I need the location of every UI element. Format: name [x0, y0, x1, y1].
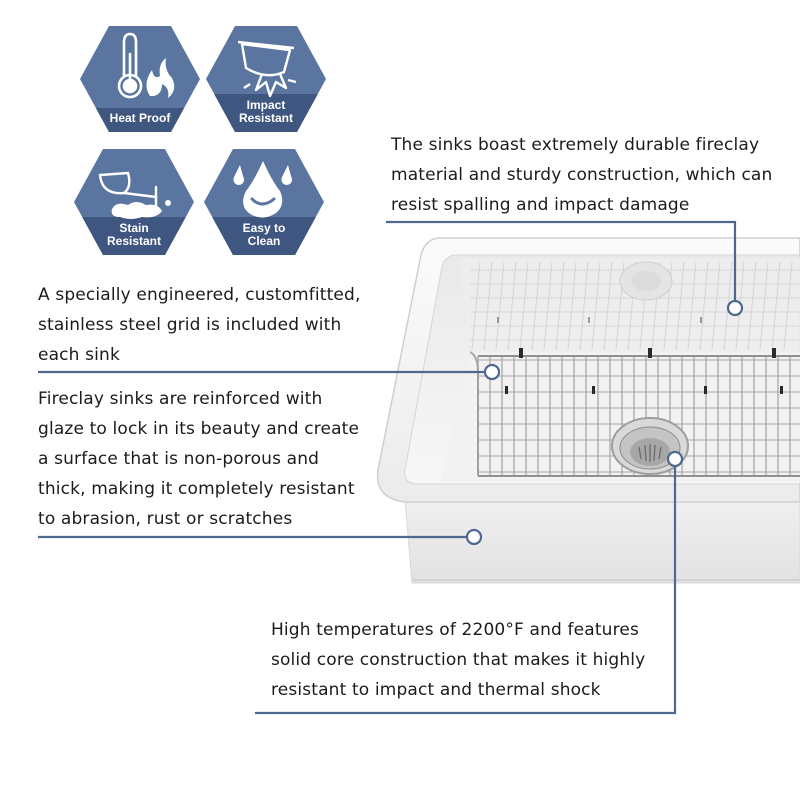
- callout-line: solid core construction that makes it hi…: [271, 650, 646, 670]
- back-drain-reflection: [619, 261, 673, 301]
- callout-line: resistant to impact and thermal shock: [271, 680, 601, 700]
- pointer-dot-temperature: [666, 450, 684, 468]
- callout-line: a surface that is non-porous and: [38, 449, 320, 469]
- badge-label-line: Easy to: [242, 221, 286, 235]
- pointer-dot-grid: [483, 363, 501, 381]
- callout-line: High temperatures of 2200°F and features: [271, 620, 639, 640]
- callout-temperature: High temperatures of 2200°F and features…: [271, 615, 645, 705]
- thermometer-flame-icon: [117, 32, 175, 99]
- badge-label-line: Resistant: [238, 111, 294, 125]
- pointer-dot-durable: [726, 299, 744, 317]
- badge-label: Heat Proof: [96, 112, 184, 125]
- callout-grid: A specially engineered, customfitted, st…: [38, 280, 361, 370]
- callout-line: resist spalling and impact damage: [391, 195, 690, 215]
- callout-line: thick, making it completely resistant: [38, 479, 355, 499]
- badge-impact-resistant: Impact Resistant: [204, 24, 328, 134]
- callout-line: each sink: [38, 345, 120, 365]
- badge-heat-proof: Heat Proof: [78, 24, 202, 134]
- impact-pot-icon: [237, 40, 297, 98]
- badge-label-line: Clean: [247, 234, 281, 248]
- badge-label-line: Stain: [119, 221, 149, 235]
- wine-glass-spill-icon: [98, 171, 171, 219]
- badge-label-line: Resistant: [106, 234, 162, 248]
- callout-line: Fireclay sinks are reinforced with: [38, 389, 323, 409]
- callout-glaze: Fireclay sinks are reinforced with glaze…: [38, 384, 359, 534]
- callout-line: The sinks boast extremely durable firecl…: [391, 135, 760, 155]
- leader-temperature: [255, 467, 677, 715]
- badge-label-line: Heat Proof: [109, 111, 171, 125]
- pointer-dot-glaze: [465, 528, 483, 546]
- water-drops-icon: [233, 161, 292, 218]
- grid-bumpers: [497, 317, 783, 394]
- callout-line: to abrasion, rust or scratches: [38, 509, 293, 529]
- callout-line: stainless steel grid is included with: [38, 315, 342, 335]
- badge-label: Impact Resistant: [222, 99, 310, 125]
- leader-durable: [386, 220, 737, 300]
- badge-label-line: Impact: [246, 98, 286, 112]
- callout-line: material and sturdy construction, which …: [391, 165, 773, 185]
- callout-line: glaze to lock in its beauty and create: [38, 419, 360, 439]
- callout-durable: The sinks boast extremely durable firecl…: [391, 130, 772, 220]
- badge-label: Easy to Clean: [220, 222, 308, 248]
- badge-label: Stain Resistant: [90, 222, 178, 248]
- badge-easy-to-clean: Easy to Clean: [202, 147, 326, 257]
- badge-stain-resistant: Stain Resistant: [72, 147, 196, 257]
- callout-line: A specially engineered, customfitted,: [38, 285, 361, 305]
